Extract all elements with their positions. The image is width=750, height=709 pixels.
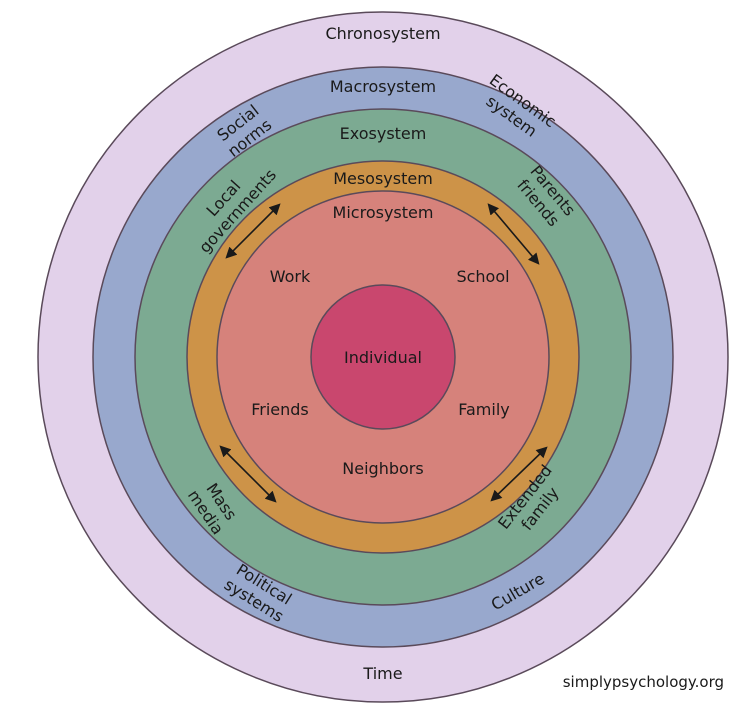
meso-arrow-top-left: [225, 203, 281, 259]
macrosystem-label: Macrosystem: [330, 77, 436, 96]
school-label: School: [456, 267, 509, 286]
chronosystem-label: Chronosystem: [325, 24, 440, 43]
individual-circle: [310, 284, 456, 430]
work-label: Work: [270, 267, 311, 286]
family-label: Family: [458, 400, 509, 419]
meso-arrow-top-right: [487, 203, 540, 265]
friends-label: Friends: [251, 400, 309, 419]
watermark: simplypsychology.org: [562, 673, 724, 691]
individual-label: Individual: [344, 348, 422, 367]
neighbors-label: Neighbors: [342, 459, 423, 478]
meso-arrow-bottom-left: [219, 445, 277, 503]
microsystem-label: Microsystem: [333, 203, 434, 222]
meso-arrow-bottom-right: [490, 446, 548, 502]
time-label: Time: [362, 664, 402, 683]
mesosystem-label: Mesosystem: [333, 169, 433, 188]
exosystem-label: Exosystem: [340, 124, 427, 143]
